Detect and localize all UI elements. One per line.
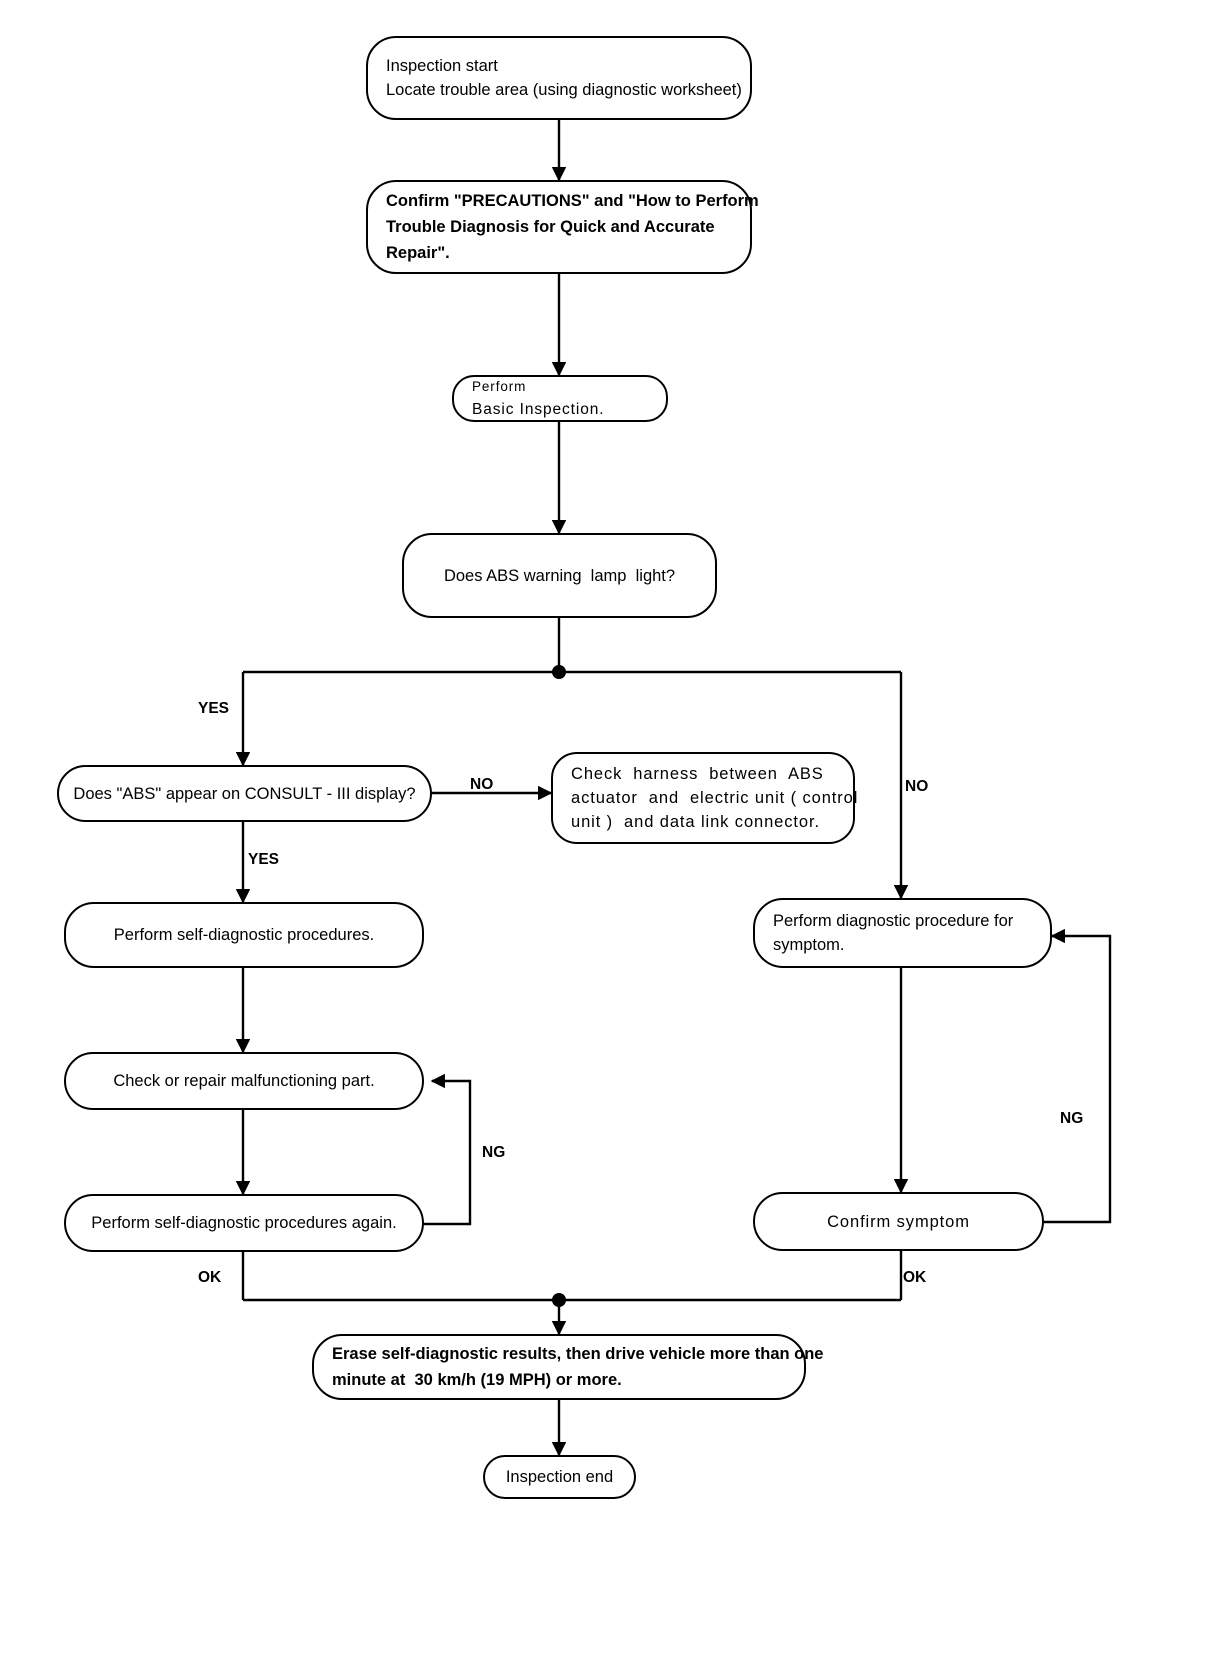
node-check-or-repair[interactable]: Check or repair malfunctioning part. [64, 1052, 424, 1110]
node-confirm-precautions-line-3: Repair". [386, 244, 450, 262]
node-diagnostic-procedure-symptom[interactable]: Perform diagnostic procedure for symptom… [753, 898, 1052, 968]
node-perform-self-diagnostic-line-1: Perform self-diagnostic procedures. [113, 926, 375, 944]
node-confirm-precautions-line-2: Trouble Diagnosis for Quick and Accurate [386, 218, 715, 236]
node-self-diagnostic-again[interactable]: Perform self-diagnostic procedures again… [64, 1194, 424, 1252]
node-inspection-end[interactable]: Inspection end [483, 1455, 636, 1499]
edge-label-ok-2: OK [903, 1269, 927, 1286]
node-confirm-precautions-line-1: Confirm "PRECAUTIONS" and "How to Perfor… [386, 192, 759, 210]
edge-label-no-1: NO [470, 776, 494, 793]
node-abs-warning-lamp[interactable]: Does ABS warning lamp light? [402, 533, 717, 618]
junction-dot-bottom [552, 1293, 566, 1307]
node-perform-self-diagnostic[interactable]: Perform self-diagnostic procedures. [64, 902, 424, 968]
node-abs-warning-lamp-line-1: Does ABS warning lamp light? [443, 566, 676, 585]
edge-label-ng-2: NG [1060, 1110, 1084, 1127]
edge-label-yes-2: YES [248, 851, 280, 868]
edge-label-ok-1: OK [198, 1269, 222, 1286]
node-erase-results-line-1: Erase self-diagnostic results, then driv… [332, 1345, 824, 1363]
node-abs-on-consult-line-1: Does "ABS" appear on CONSULT - III displ… [73, 784, 416, 803]
node-check-or-repair-line-1: Check or repair malfunctioning part. [113, 1072, 375, 1090]
node-diagnostic-procedure-symptom-line-1: Perform diagnostic procedure for [773, 912, 1014, 930]
node-inspection-start-line-2: Locate trouble area (using diagnostic wo… [386, 81, 742, 99]
node-basic-inspection[interactable]: Perform Basic Inspection. [452, 375, 668, 422]
node-basic-inspection-line-1: Perform [472, 378, 527, 394]
node-self-diagnostic-again-line-1: Perform self-diagnostic procedures again… [91, 1214, 397, 1232]
edge-label-yes-1: YES [198, 700, 230, 717]
node-inspection-start[interactable]: Inspection start Locate trouble area (us… [366, 36, 752, 120]
node-inspection-end-line-1: Inspection end [505, 1468, 614, 1486]
node-check-harness-line-3: unit ) and data link connector. [571, 813, 820, 831]
connector-ng-loop-right [1044, 928, 1112, 1224]
node-diagnostic-procedure-symptom-line-2: symptom. [773, 936, 845, 954]
node-check-harness-line-1: Check harness between ABS [571, 765, 824, 783]
node-erase-results[interactable]: Erase self-diagnostic results, then driv… [312, 1334, 824, 1400]
node-check-harness-line-2: actuator and electric unit ( control [571, 789, 859, 807]
node-abs-on-consult[interactable]: Does "ABS" appear on CONSULT - III displ… [57, 765, 432, 822]
edge-label-ng-1: NG [482, 1144, 506, 1161]
node-confirm-symptom[interactable]: Confirm symptom [753, 1192, 1044, 1251]
junction-dot-top [552, 665, 566, 679]
node-basic-inspection-line-2: Basic Inspection. [472, 400, 605, 418]
node-check-harness[interactable]: Check harness between ABS actuator and e… [551, 752, 859, 844]
node-inspection-start-line-1: Inspection start [386, 57, 498, 75]
connector-ng-loop-left [424, 1073, 472, 1226]
edge-label-no-2: NO [905, 778, 929, 795]
node-confirm-precautions[interactable]: Confirm "PRECAUTIONS" and "How to Perfor… [366, 180, 759, 274]
node-confirm-symptom-line-1: Confirm symptom [827, 1212, 970, 1231]
node-erase-results-line-2: minute at 30 km/h (19 MPH) or more. [332, 1371, 622, 1389]
